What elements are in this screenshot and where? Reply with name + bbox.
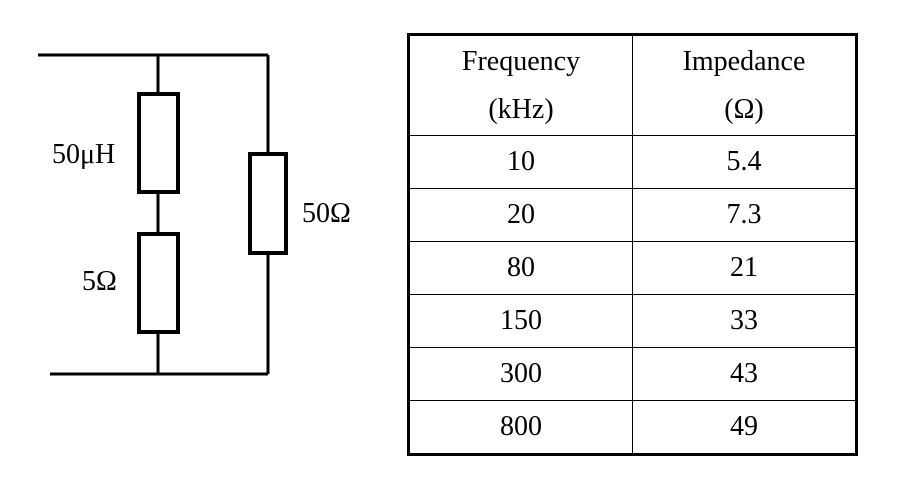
table-row: 10 5.4 — [408, 135, 857, 189]
impedance-header: Impedance (Ω) — [632, 34, 857, 136]
series-resistor-element — [137, 232, 180, 334]
impedance-cell: 33 — [632, 294, 857, 348]
frequency-cell: 150 — [408, 294, 633, 348]
frequency-cell: 800 — [408, 400, 633, 455]
table-row: 300 43 — [408, 347, 857, 401]
table-row: 80 21 — [408, 241, 857, 295]
table-row: 150 33 — [408, 294, 857, 348]
impedance-cell: 43 — [632, 347, 857, 401]
impedance-cell: 7.3 — [632, 188, 857, 242]
shunt-resistor-label: 50Ω — [302, 198, 351, 229]
frequency-header: Frequency (kHz) — [408, 34, 633, 136]
inductor-label: 50μH — [52, 139, 116, 170]
impedance-header-unit: (Ω) — [724, 93, 764, 125]
frequency-cell: 10 — [408, 135, 633, 189]
frequency-cell: 300 — [408, 347, 633, 401]
series-resistor-label: 5Ω — [82, 266, 117, 297]
impedance-cell: 5.4 — [632, 135, 857, 189]
inductor-element — [137, 92, 180, 194]
table-header-row: Frequency (kHz) Impedance (Ω) — [408, 34, 857, 136]
frequency-header-title: Frequency — [461, 45, 581, 77]
impedance-cell: 49 — [632, 400, 857, 455]
table-row: 20 7.3 — [408, 188, 857, 242]
circuit-diagram — [38, 53, 288, 376]
frequency-cell: 80 — [408, 241, 633, 295]
frequency-impedance-table: Frequency (kHz) Impedance (Ω) 10 5.4 20 … — [407, 33, 858, 456]
shunt-resistor-element — [248, 152, 288, 255]
impedance-header-title: Impedance — [682, 45, 806, 77]
impedance-cell: 21 — [632, 241, 857, 295]
frequency-header-unit: (kHz) — [488, 93, 554, 125]
frequency-cell: 20 — [408, 188, 633, 242]
table-row: 800 49 — [408, 400, 857, 455]
